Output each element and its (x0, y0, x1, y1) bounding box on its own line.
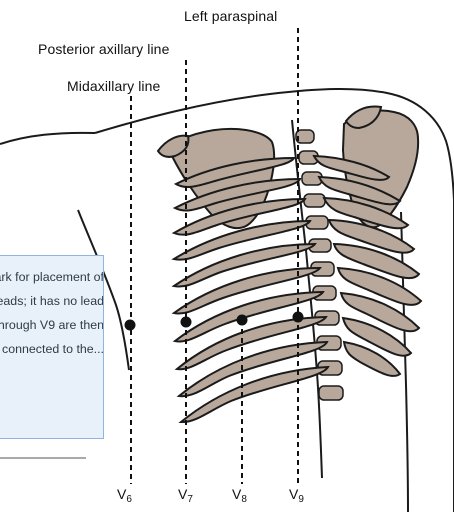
lead-label-v9: V9 (289, 486, 304, 505)
midaxillary-label: Midaxillary line (67, 78, 160, 94)
lead-label-v6-sub: 6 (126, 494, 132, 505)
lead-label-v9-sub: 9 (298, 494, 304, 505)
note-text: V6 serves as a landmark for placement of… (0, 265, 104, 361)
lead-v6-dot (125, 320, 136, 331)
lead-v9-dot (293, 312, 304, 323)
lead-label-v6: V6 (117, 486, 132, 505)
lead-label-v8-sub: 8 (241, 494, 247, 505)
lead-label-v8: V8 (232, 486, 247, 505)
lead-label-v7: V7 (178, 486, 193, 505)
note-callout: V6 serves as a landmark for placement of… (0, 255, 104, 439)
lead-label-v9-base: V (289, 486, 298, 502)
lead-v7-dot (181, 317, 192, 328)
lead-v8-dot (237, 315, 248, 326)
lead-label-v8-base: V (232, 486, 241, 502)
lead-label-v6-base: V (117, 486, 126, 502)
lead-label-v7-base: V (178, 486, 187, 502)
posterior-axillary-label: Posterior axillary line (38, 41, 169, 57)
left-paraspinal-label: Left paraspinal (184, 8, 277, 24)
lead-label-v7-sub: 7 (187, 494, 193, 505)
